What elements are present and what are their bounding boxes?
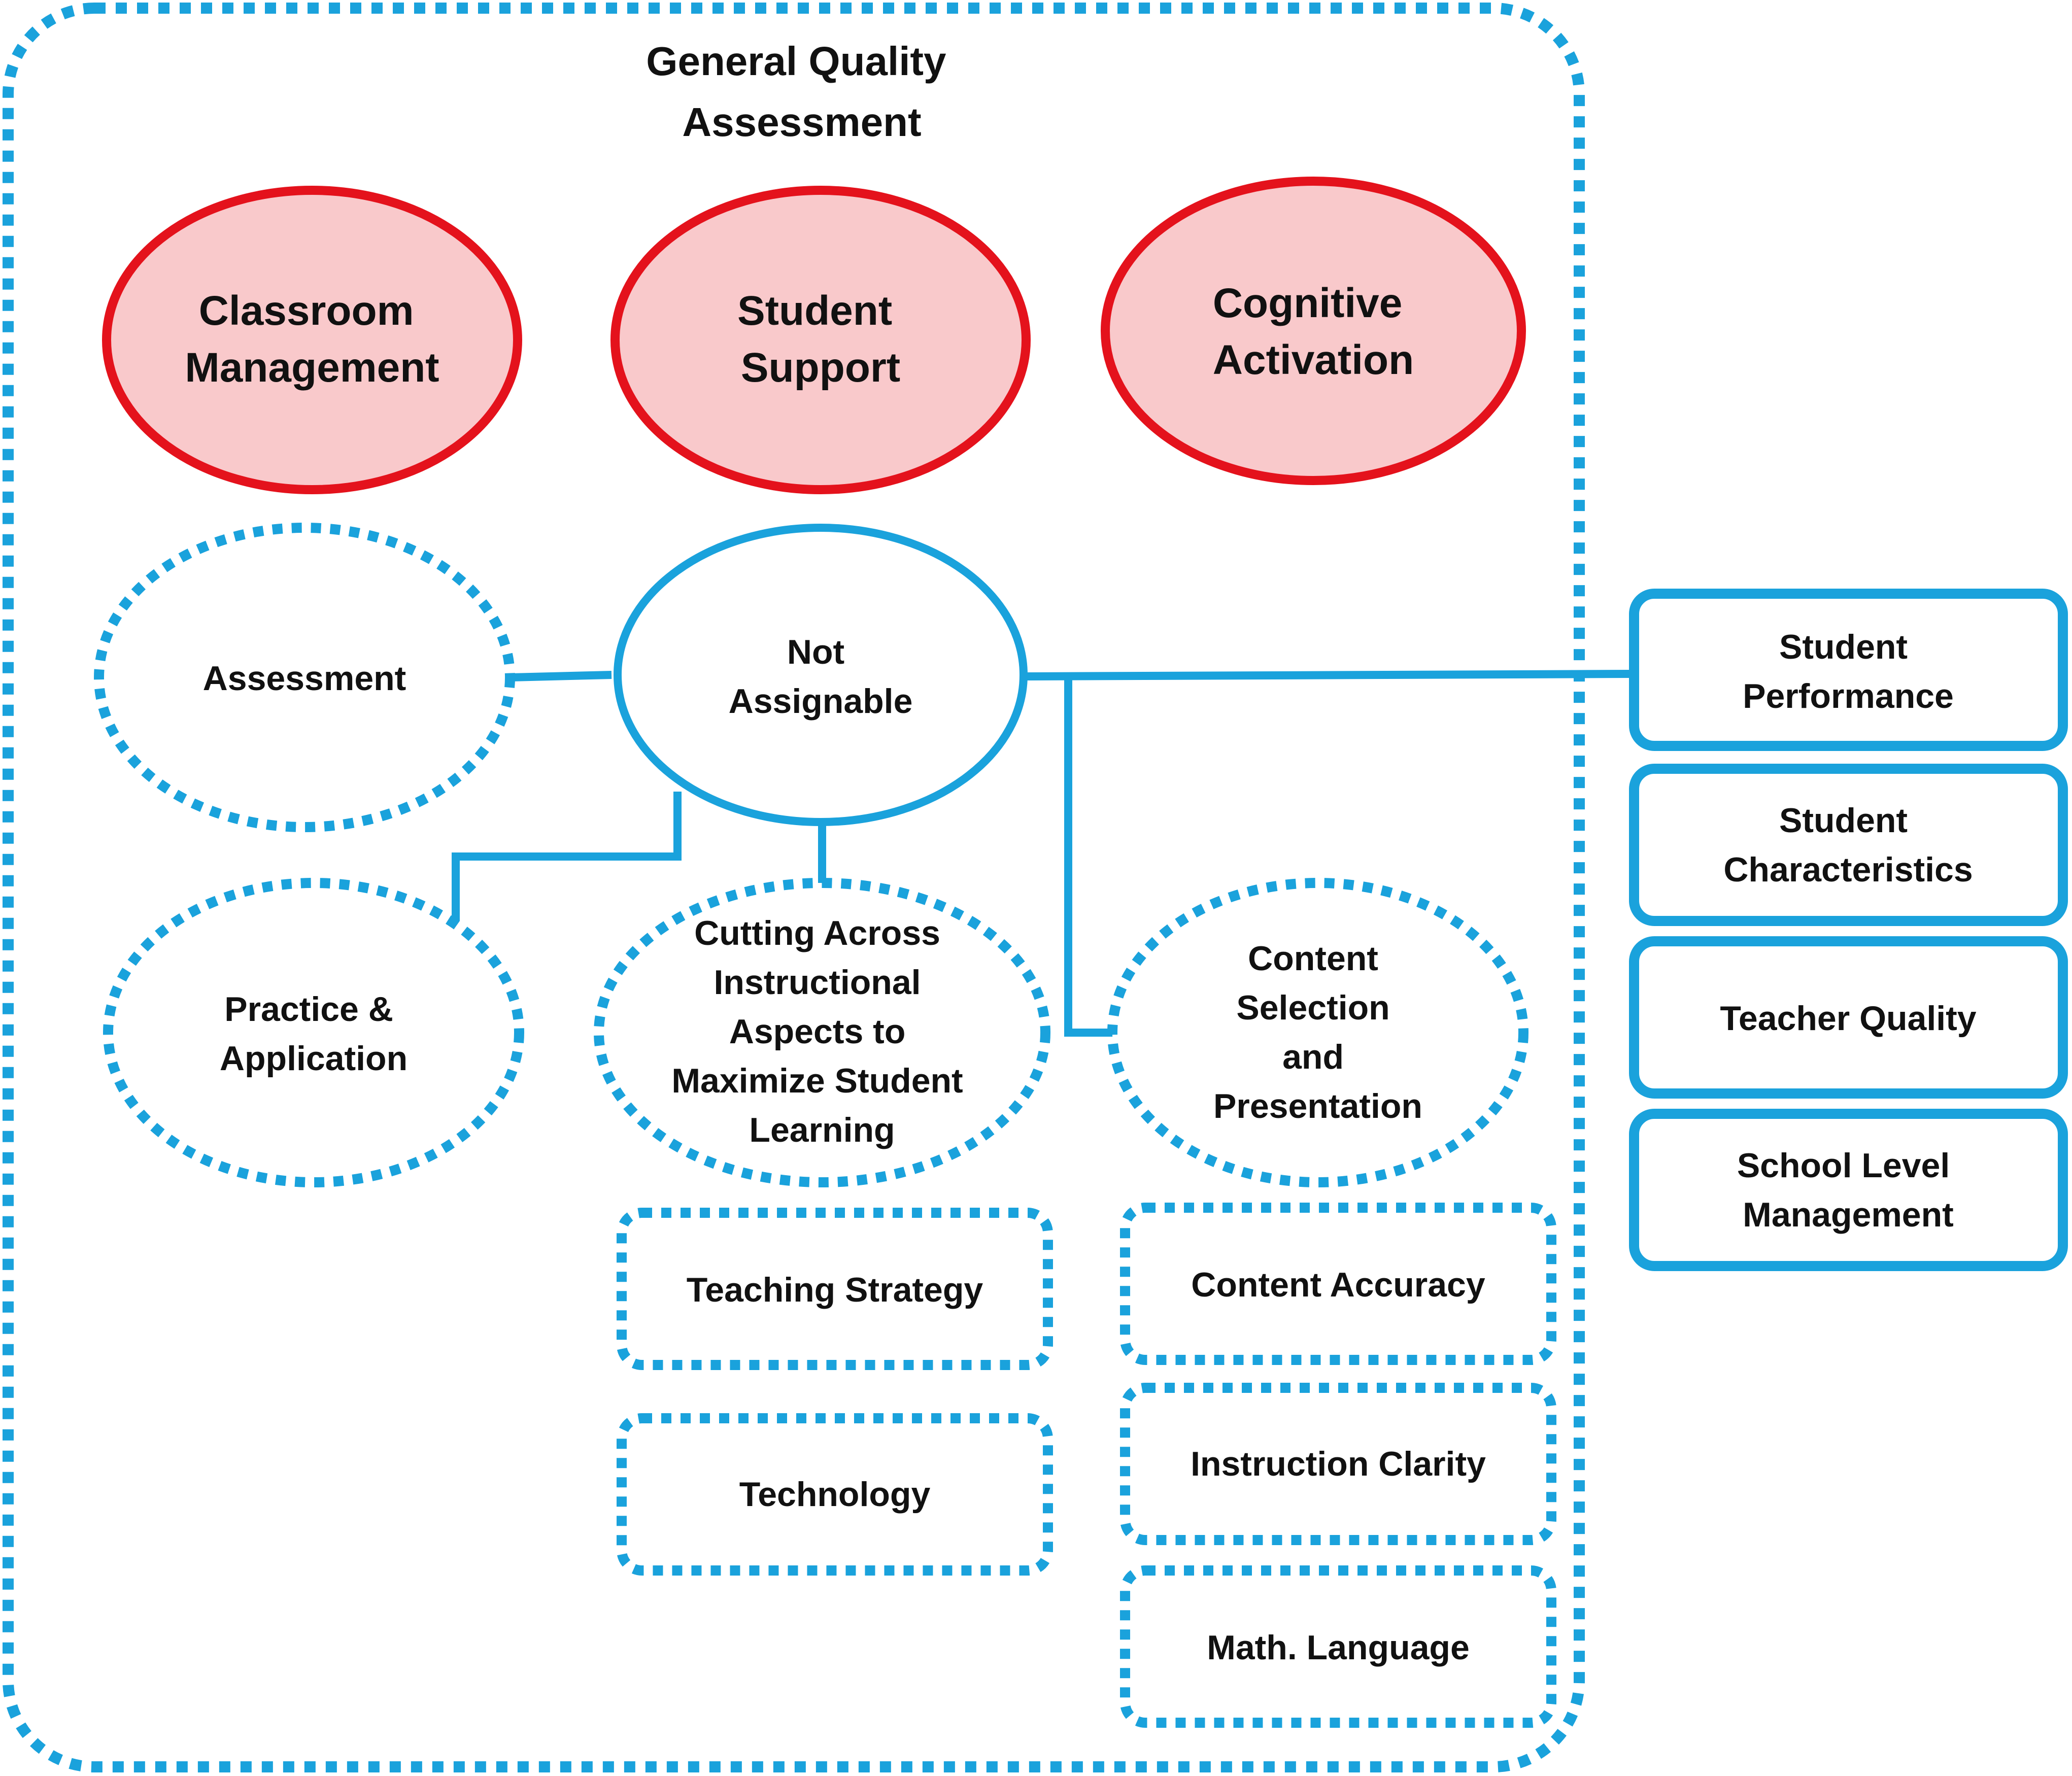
outside-box-shape [1629, 936, 2068, 1099]
outside-box-shape [1629, 1109, 2068, 1271]
svg-text:Student Support: Student Support [737, 288, 904, 391]
node-label: Assessment [203, 659, 406, 698]
svg-text:Practice & Application: Practice & Application [220, 990, 407, 1078]
hub-label: Assignable [729, 682, 913, 721]
node-shape [594, 878, 1050, 1187]
outside-label: School Level [1737, 1146, 1950, 1185]
node-label: Cutting Across [694, 914, 940, 952]
core-dimension-shape [610, 186, 1031, 494]
hub-not-assignable: Not Assignable [614, 524, 1028, 826]
node-label: Instructional [714, 963, 921, 1002]
box-shape [1120, 1565, 1556, 1728]
node-practice-application: Practice & Application [103, 878, 524, 1187]
core-dimension-label: Management [185, 345, 439, 391]
core-dimension-student-support: Student Support [610, 186, 1031, 494]
outside-label: Performance [1743, 677, 1954, 715]
frame-title-line-2: Assessment [682, 99, 921, 145]
box-shape [617, 1413, 1053, 1576]
connectors [452, 670, 1632, 1037]
node-label: Learning [749, 1111, 895, 1149]
node-label: Application [220, 1039, 407, 1078]
node-label: Content [1248, 939, 1378, 978]
connector-assessment-hub [509, 671, 612, 681]
svg-text:Cutting Across Instructi: Cutting Across Instructional Aspects to … [671, 914, 972, 1149]
box-label: Teaching Strategy [687, 1271, 983, 1309]
core-dimension-cognitive-activation: Cognitive Activation [1101, 177, 1526, 485]
connector-hub-content [1064, 676, 1116, 1037]
outside-student-performance: Student Performance [1629, 589, 2068, 751]
connector-hub-outside [1025, 670, 1632, 680]
core-dimension-label: Classroom [199, 288, 414, 334]
box-label: Content Accuracy [1191, 1266, 1485, 1304]
core-dimension-shape [102, 186, 522, 494]
svg-text:School Level Management: School Level Management [1737, 1146, 1959, 1234]
connector-hub-practice [452, 792, 682, 921]
box-content-accuracy: Content Accuracy [1120, 1203, 1556, 1365]
frame-title-line-1: General Quality [646, 39, 946, 84]
core-dimension-label: Student [737, 288, 892, 334]
box-label: Math. Language [1207, 1628, 1470, 1667]
outside-box-shape [1629, 764, 2068, 926]
outside-school-level-management: School Level Management [1629, 1109, 2068, 1271]
core-dimension-label: Activation [1213, 337, 1414, 383]
node-label: Presentation [1213, 1087, 1422, 1125]
svg-text:Cognitive Activation: Cognitive Activation [1213, 280, 1414, 383]
outside-teacher-quality: Teacher Quality [1629, 936, 2068, 1099]
box-shape [617, 1208, 1053, 1370]
hub-shape [614, 524, 1028, 826]
outside-label: Student [1779, 628, 1908, 666]
outside-student-characteristics: Student Characteristics [1629, 764, 2068, 926]
outside-label: Student [1779, 801, 1908, 840]
box-math-language: Math. Language [1120, 1565, 1556, 1728]
node-label: and [1282, 1038, 1344, 1076]
node-label: Aspects to [729, 1012, 906, 1051]
svg-text:Classroom Management: Classroom Management [185, 288, 439, 391]
outside-label: Management [1743, 1196, 1954, 1234]
svg-text:Not Assignable: Not Assignable [729, 633, 913, 721]
node-cutting-across: Cutting Across Instructional Aspects to … [594, 878, 1050, 1187]
node-shape [1107, 878, 1528, 1187]
node-shape [103, 878, 524, 1187]
node-assessment: Assessment [94, 523, 515, 832]
node-label: Selection [1236, 988, 1389, 1027]
core-dimension-label: Cognitive [1213, 280, 1403, 326]
hub-label: Not [787, 633, 844, 671]
outside-label: Characteristics [1723, 850, 1973, 889]
frame-title: General Quality Assessment [646, 39, 958, 145]
node-label: Practice & [224, 990, 393, 1029]
svg-text:Content Selection: Content Selection and Presentation [1213, 939, 1422, 1125]
box-teaching-strategy: Teaching Strategy [617, 1208, 1053, 1370]
outside-label: Teacher Quality [1720, 999, 1976, 1038]
svg-text:Teacher Quality: Teacher Quality [1720, 999, 1976, 1038]
svg-text:Assessment: Assessment [203, 659, 406, 698]
core-dimension-shape [1101, 177, 1526, 485]
svg-text:Student Performance: Student Performance [1743, 628, 1954, 715]
box-instruction-clarity: Instruction Clarity [1120, 1383, 1556, 1545]
outside-box-shape [1629, 589, 2068, 751]
general-quality-frame [3, 3, 1585, 1772]
box-label: Instruction Clarity [1191, 1445, 1486, 1483]
node-content-selection: Content Selection and Presentation [1107, 878, 1528, 1187]
core-dimension-label: Support [741, 345, 900, 391]
box-label: Technology [739, 1475, 931, 1514]
svg-text:Student Characteristics: Student Characteristics [1723, 801, 1973, 889]
box-shape [1120, 1383, 1556, 1545]
node-shape [94, 523, 515, 832]
core-dimension-classroom-management: Classroom Management [102, 186, 522, 494]
box-shape [1120, 1203, 1556, 1365]
node-label: Maximize Student [671, 1062, 963, 1100]
box-technology: Technology [617, 1413, 1053, 1576]
